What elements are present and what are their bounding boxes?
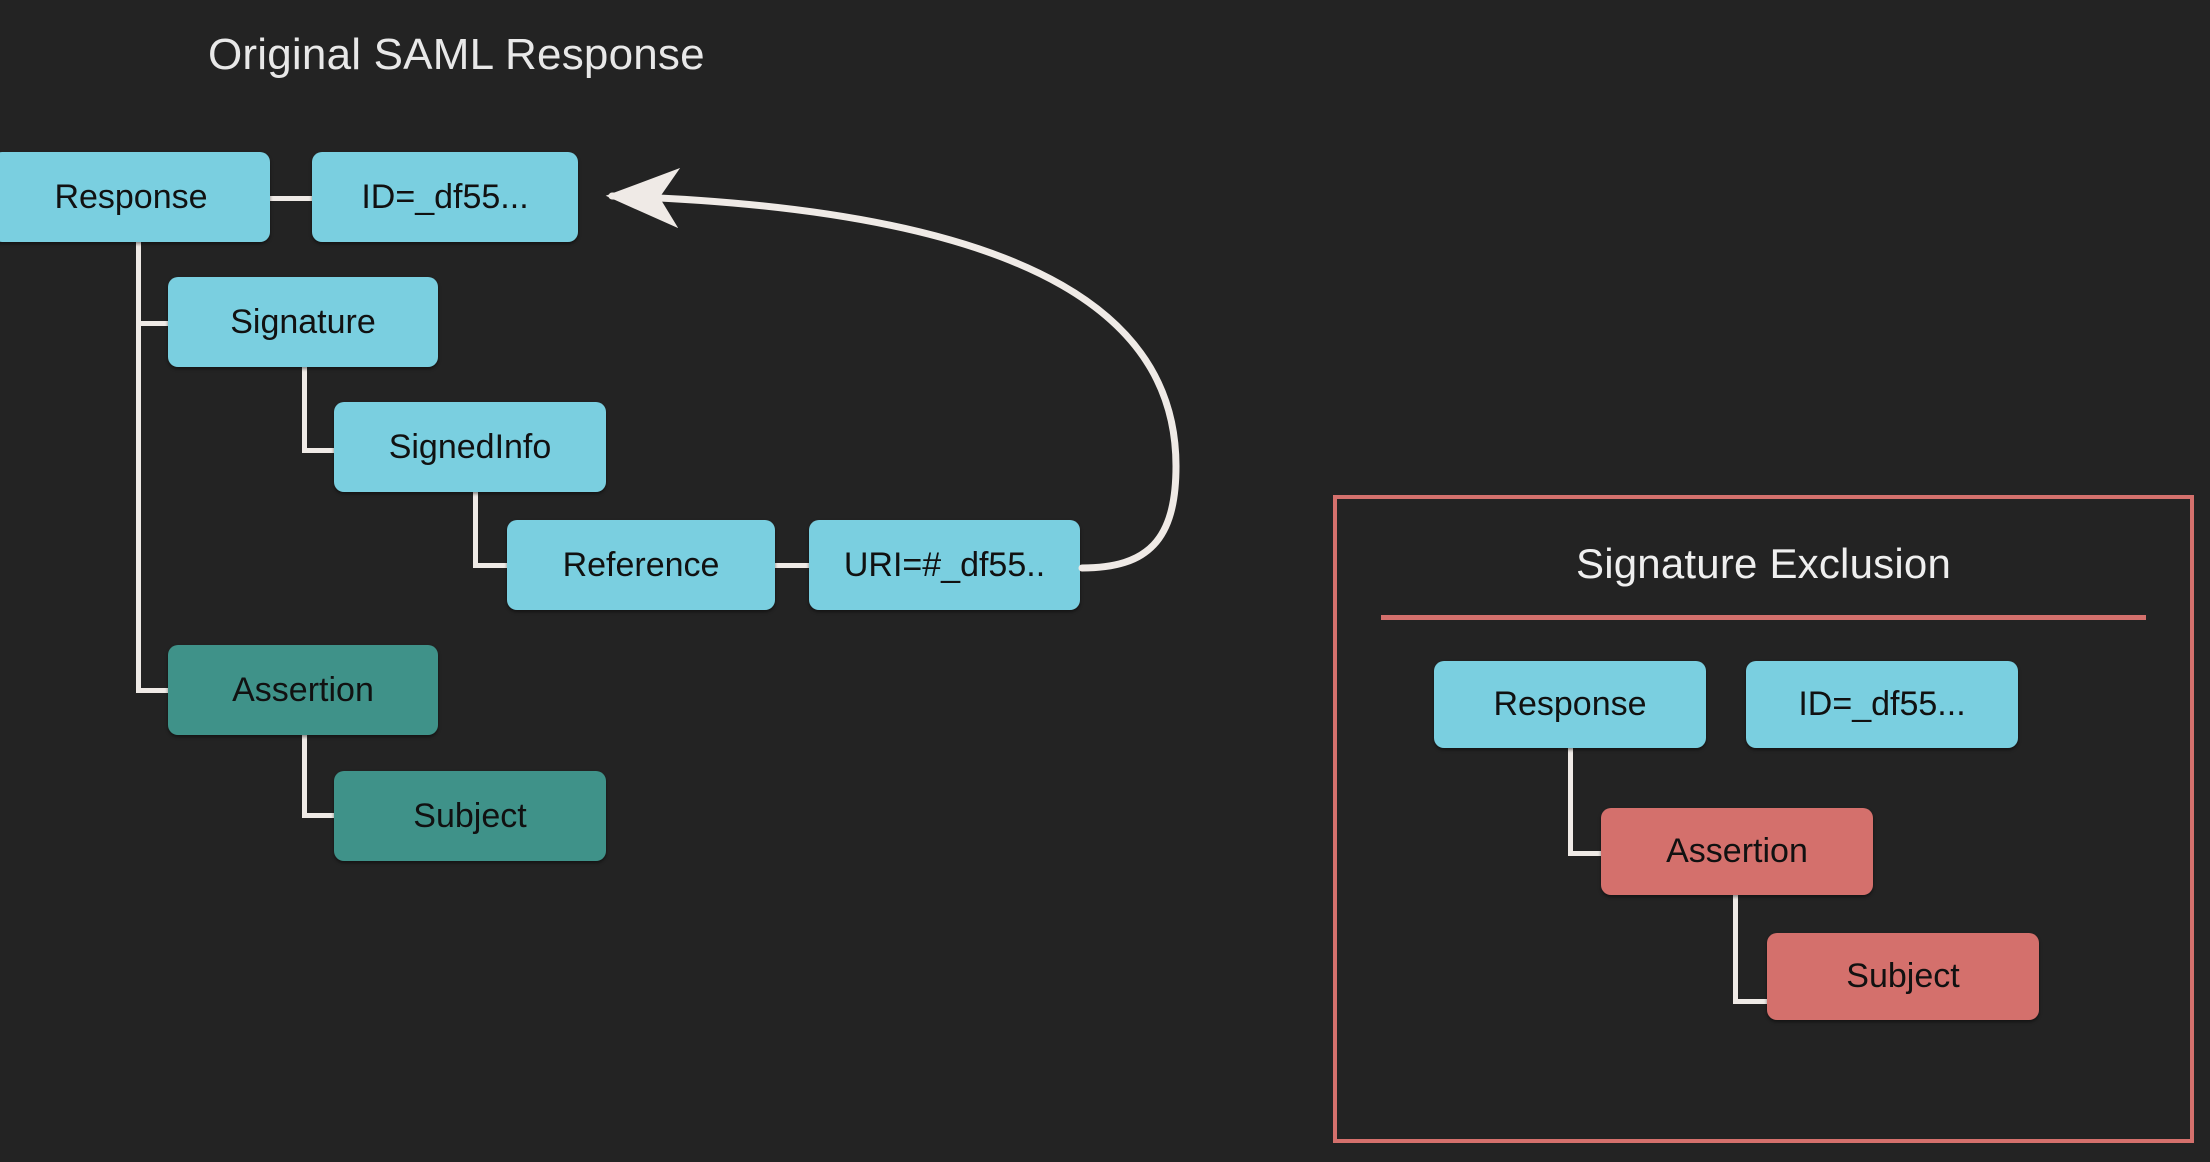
connector-assertion2-to-subject2-horizontal [1733, 999, 1767, 1004]
connector-response-to-assertion-vertical [136, 238, 141, 692]
connector-signature-to-signedinfo-vertical [302, 365, 307, 453]
connector-assertion-to-subject-horizontal [302, 813, 336, 818]
node-id-attribute[interactable]: ID=_df55... [312, 152, 578, 242]
node-assertion-excluded[interactable]: Assertion [1601, 808, 1873, 895]
panel-divider-rule [1381, 615, 2146, 620]
node-subject[interactable]: Subject [334, 771, 606, 861]
connector-assertion-to-subject-vertical [302, 732, 307, 817]
node-assertion[interactable]: Assertion [168, 645, 438, 735]
connector-response-to-signature-horizontal [136, 321, 168, 326]
node-reference[interactable]: Reference [507, 520, 775, 610]
node-uri-attribute[interactable]: URI=#_df55.. [809, 520, 1080, 610]
signature-exclusion-title: Signature Exclusion [1575, 540, 1951, 587]
connector-response2-to-assertion2-vertical [1568, 744, 1573, 855]
connector-assertion2-to-subject2-vertical [1733, 893, 1738, 1003]
connector-response2-to-assertion2-horizontal [1568, 851, 1601, 856]
reference-arrow-path [605, 168, 1180, 572]
node-signedinfo[interactable]: SignedInfo [334, 402, 606, 492]
node-id-attribute-excluded[interactable]: ID=_df55... [1746, 661, 2018, 748]
connector-signature-to-signedinfo-horizontal [302, 448, 334, 453]
connector-signedinfo-to-reference-vertical [473, 482, 478, 567]
signature-exclusion-panel [1333, 495, 2194, 1143]
connector-response-to-id [270, 196, 312, 201]
node-subject-excluded[interactable]: Subject [1767, 933, 2039, 1020]
node-signature[interactable]: Signature [168, 277, 438, 367]
connector-reference-to-uri [775, 563, 809, 568]
left-diagram-title: Original SAML Response [208, 30, 705, 79]
connector-response-to-assertion-horizontal [136, 688, 168, 693]
node-response-excluded[interactable]: Response [1434, 661, 1706, 748]
node-response[interactable]: Response [0, 152, 270, 242]
connector-signedinfo-to-reference-horizontal [473, 563, 507, 568]
